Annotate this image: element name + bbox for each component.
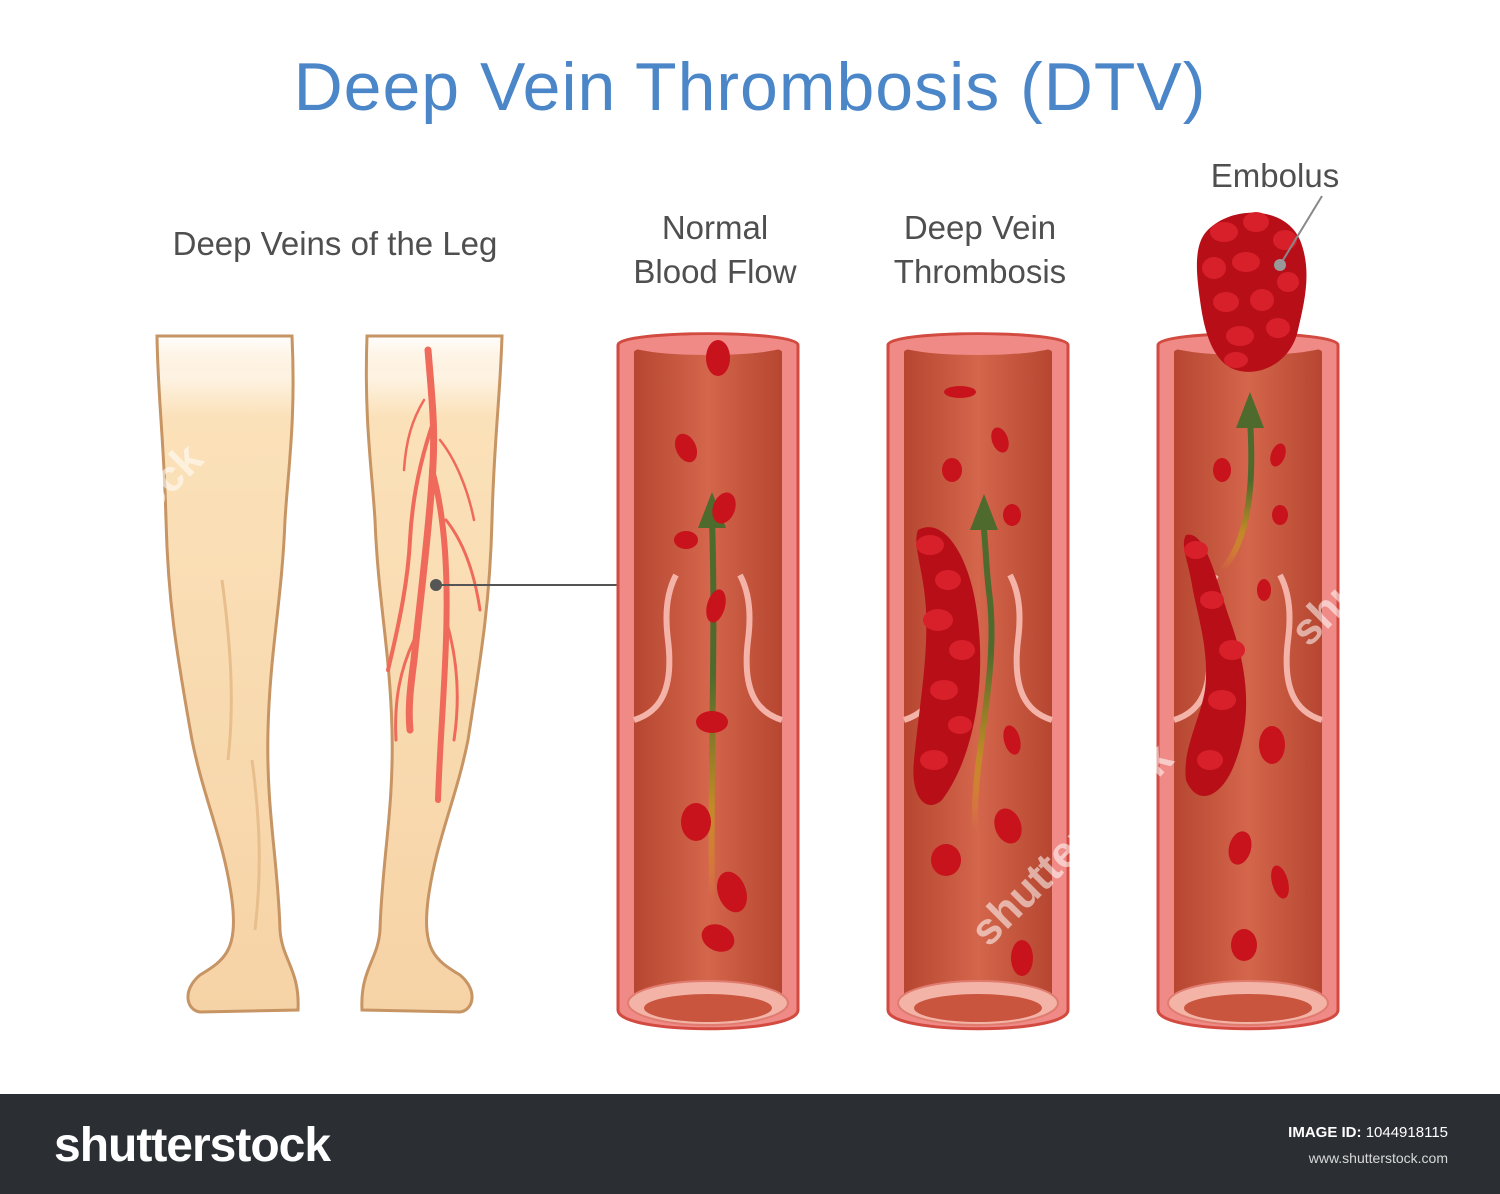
- shutterstock-logo: shutterstock: [54, 1119, 331, 1172]
- blood-cell: [1213, 458, 1231, 482]
- vein-normal-flow: [616, 332, 800, 1031]
- vein-embolus: [1156, 195, 1340, 1031]
- blood-cell: [1270, 443, 1286, 467]
- blood-cell: [717, 871, 747, 913]
- blood-cell: [696, 711, 728, 733]
- image-id-label: IMAGE ID:: [1288, 1124, 1362, 1141]
- thrombus-clot: [913, 527, 981, 806]
- blood-cell: [931, 844, 961, 876]
- blood-cell: [944, 386, 976, 398]
- blood-cell: [994, 808, 1022, 844]
- blood-cell: [1231, 929, 1257, 961]
- blood-cell: [706, 340, 730, 376]
- embolus-pointer: [1274, 195, 1323, 271]
- label-normal-blood-flow: Normal Blood Flow: [633, 209, 797, 290]
- embolus-clot: [1196, 212, 1307, 372]
- blood-cell: [1003, 504, 1021, 526]
- blood-cell: [1011, 940, 1033, 976]
- right-leg: [360, 334, 504, 1014]
- blood-cell: [1228, 831, 1252, 865]
- blood-cell: [1257, 579, 1271, 601]
- blood-cell: [942, 458, 962, 482]
- callout-pointer: [430, 579, 628, 591]
- blood-cell: [701, 924, 735, 952]
- blood-cell: [674, 433, 698, 463]
- illustration: [155, 195, 1340, 1031]
- blood-cell: [1271, 865, 1289, 899]
- thrombus-remnant: [1183, 534, 1247, 797]
- blood-cell: [674, 531, 698, 549]
- label-deep-veins-of-leg: Deep Veins of the Leg: [172, 225, 498, 262]
- footer-bar: shutterstock IMAGE ID: 1044918115 www.sh…: [0, 1094, 1500, 1194]
- left-leg: [155, 334, 300, 1014]
- blood-cell: [991, 427, 1009, 453]
- vein-thrombosis: [886, 332, 1070, 1031]
- blood-cell: [1272, 505, 1288, 525]
- blood-cell: [706, 589, 726, 623]
- site-url: www.shutterstock.com: [1308, 1150, 1448, 1166]
- label-embolus: Embolus: [1210, 157, 1340, 194]
- blood-cell: [712, 492, 736, 524]
- blood-cell: [1259, 726, 1285, 764]
- deep-veins: [386, 346, 482, 803]
- blood-cell: [681, 803, 711, 841]
- blood-cell: [1003, 725, 1021, 755]
- page-title: Deep Vein Thrombosis (DTV): [293, 49, 1207, 125]
- image-id: IMAGE ID: 1044918115: [1288, 1124, 1448, 1141]
- image-id-value: 1044918115: [1365, 1124, 1448, 1141]
- label-deep-vein-thrombosis: Deep Vein Thrombosis: [893, 209, 1067, 290]
